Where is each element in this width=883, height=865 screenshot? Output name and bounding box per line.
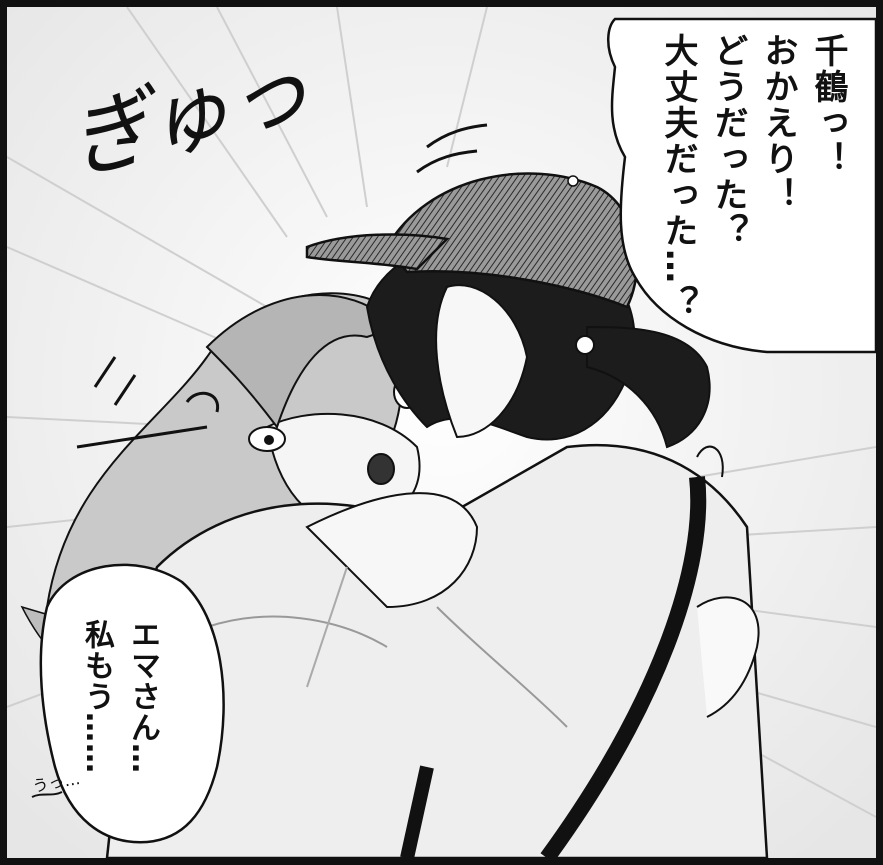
balloon-top-line: 千鶴っ！ xyxy=(808,33,848,177)
panel-artwork xyxy=(7,7,876,858)
balloon-top-line: おかえり！ xyxy=(758,33,798,213)
balloon-bottom-line: エマさん… xyxy=(125,619,160,774)
balloon-top-lines: 千鶴っ！ おかえり！ どうだった？ 大丈夫だった…？ xyxy=(633,33,853,363)
shirts xyxy=(105,443,769,858)
speech-balloon-top xyxy=(607,17,876,354)
right-girl xyxy=(305,172,711,449)
balloon-top-line: どうだった？ xyxy=(708,33,748,249)
balloon-bottom-lines: エマさん… 私もう…… xyxy=(55,619,165,839)
motion-marks xyxy=(93,123,488,406)
balloon-top-line: 大丈夫だった…？ xyxy=(658,33,698,321)
balloon-bottom-line: 私もう…… xyxy=(79,619,114,774)
speech-balloon-bottom xyxy=(39,563,225,844)
